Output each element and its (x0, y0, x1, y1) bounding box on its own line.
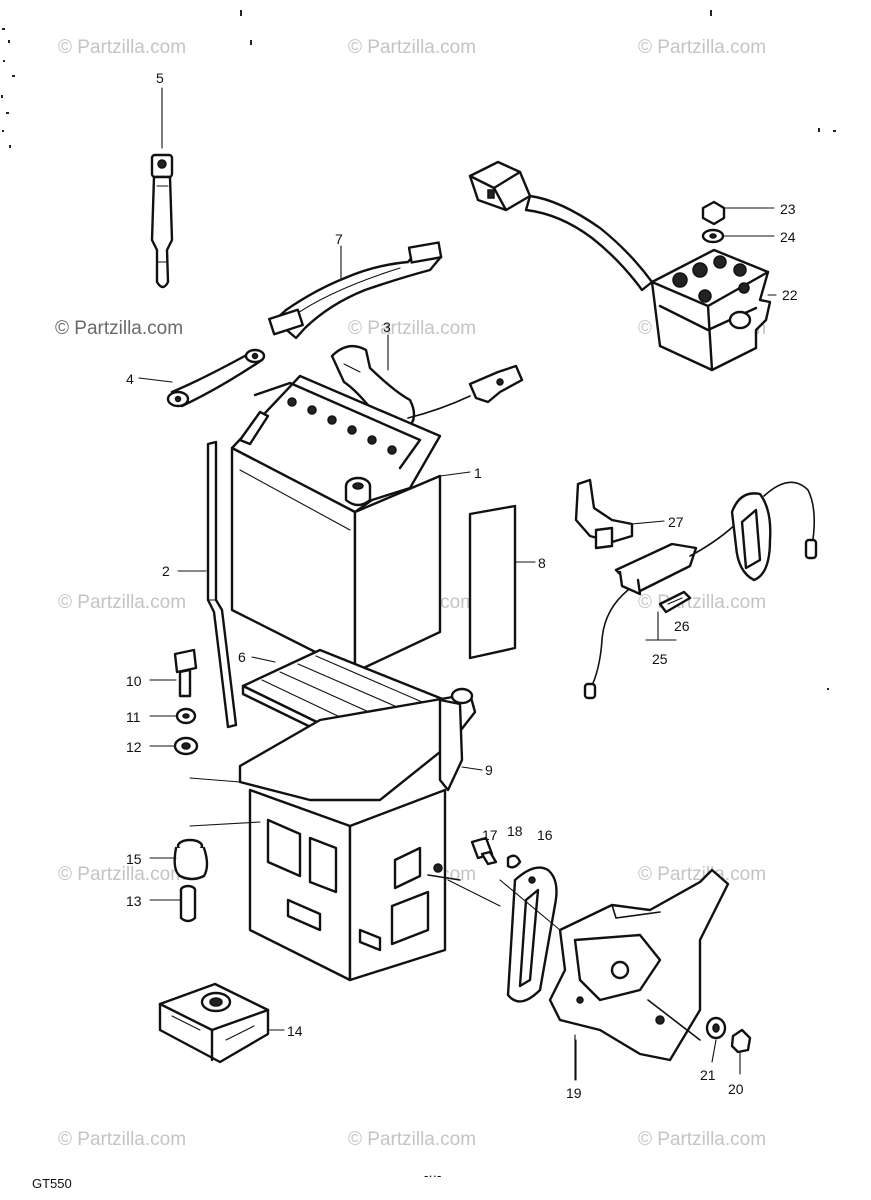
part-20-nut (730, 1028, 752, 1054)
part-12-nut (173, 736, 199, 756)
callout-24: 24 (780, 229, 796, 245)
watermark: © Partzilla.com (348, 37, 476, 58)
callout-27: 27 (668, 514, 684, 530)
part-26-fuse (658, 590, 692, 614)
part-15-cushion (173, 838, 209, 881)
callout-7: 7 (335, 231, 343, 247)
model-code: GT550 (32, 1176, 72, 1191)
part-21-washer (705, 1016, 727, 1040)
part-8-pad (468, 504, 517, 660)
callout-9: 9 (485, 762, 493, 778)
leader-lines (138, 87, 777, 1081)
callout-8: 8 (538, 555, 546, 571)
callout-21: 21 (700, 1067, 716, 1083)
page-mark: -··- (424, 1168, 441, 1183)
scan-noise (1, 10, 836, 690)
part-27-fuse-bracket (574, 478, 634, 550)
watermark: © Partzilla.com (638, 1129, 766, 1150)
callout-10: 10 (126, 673, 142, 689)
watermark: © Partzilla.com (638, 864, 766, 885)
watermark: © Partzilla.com (58, 864, 186, 885)
part-9-battery-holder (238, 687, 477, 982)
watermark: © Partzilla.com (638, 37, 766, 58)
part-22-regulator (468, 160, 772, 372)
callout-23: 23 (780, 201, 796, 217)
part-18-washer (506, 854, 522, 869)
part-5-battery-cable (150, 153, 174, 289)
callout-6: 6 (238, 649, 246, 665)
part-7-battery-band (268, 241, 443, 340)
watermark: © Partzilla.com (55, 318, 183, 339)
watermark: © Partzilla.com (58, 592, 186, 613)
callout-labels: 5 7 3 4 1 2 8 6 10 11 12 9 17 18 16 15 1… (126, 70, 798, 1101)
part-23-nut (701, 200, 726, 226)
watermark: © Partzilla.com (638, 592, 766, 613)
watermark: © Partzilla.com (348, 1129, 476, 1150)
callout-16: 16 (537, 827, 553, 843)
callout-3: 3 (383, 319, 391, 335)
callout-4: 4 (126, 371, 134, 387)
callout-26: 26 (674, 618, 690, 634)
callout-12: 12 (126, 739, 142, 755)
part-4-lead-wire (166, 348, 266, 408)
part-13-spacer (179, 884, 197, 923)
callout-22: 22 (782, 287, 798, 303)
callout-20: 20 (728, 1081, 744, 1097)
callout-15: 15 (126, 851, 142, 867)
callout-17: 17 (482, 827, 498, 843)
callout-19: 19 (566, 1085, 582, 1101)
callout-1: 1 (474, 465, 482, 481)
part-14-rubber-block (158, 982, 270, 1064)
part-16-bracket-plate (506, 866, 558, 1003)
part-3-terminal-cover (330, 344, 524, 432)
callout-5: 5 (156, 70, 164, 86)
part-10-bolt (173, 648, 198, 698)
part-17-screw (470, 836, 498, 866)
callout-2: 2 (162, 563, 170, 579)
callout-25: 25 (652, 651, 668, 667)
part-24-washer (701, 228, 725, 244)
part-25-fuse-holder (583, 481, 818, 700)
watermark: © Partzilla.com (58, 37, 186, 58)
part-2-breather-tube (206, 440, 238, 729)
callout-13: 13 (126, 893, 142, 909)
part-1-battery (230, 374, 442, 674)
watermark: © Partzilla.com (58, 1129, 186, 1150)
part-11-washer (175, 707, 197, 725)
callout-18: 18 (507, 823, 523, 839)
watermark: © Partzilla.com (348, 318, 476, 339)
part-19-mount-bracket (548, 868, 730, 1081)
callout-11: 11 (126, 709, 141, 725)
callout-14: 14 (287, 1023, 303, 1039)
